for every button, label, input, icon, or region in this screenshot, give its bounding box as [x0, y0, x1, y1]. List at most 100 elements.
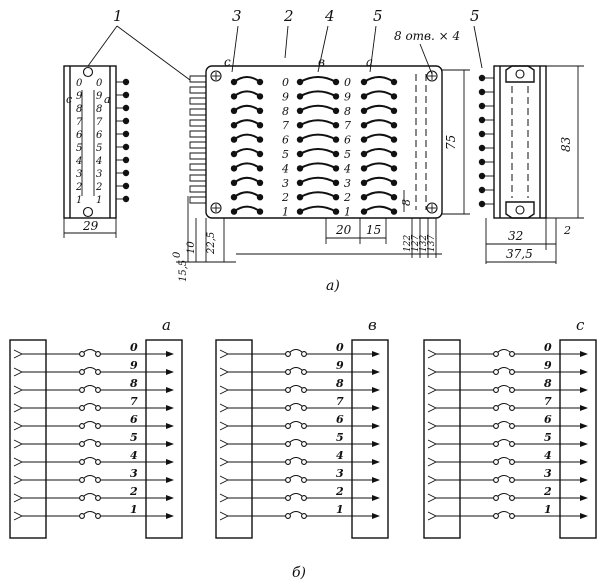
terminal-comb-tooth — [189, 196, 206, 204]
left-view-number-right: 9 — [96, 91, 103, 102]
schematic-arrow — [372, 405, 380, 411]
schematic-arrow — [166, 441, 174, 447]
dim-137: 137 — [427, 235, 437, 252]
front-contact — [230, 179, 238, 186]
right-view-pin — [478, 74, 486, 82]
schematic-line — [436, 385, 580, 391]
schematic-chevron — [219, 385, 230, 395]
schematic-left-block — [215, 339, 253, 539]
schematic-arrow — [372, 495, 380, 501]
right-view-pin — [478, 130, 486, 138]
schematic-line — [436, 511, 580, 517]
schematic-line — [22, 385, 166, 391]
schematic-arrow — [372, 513, 380, 519]
schematic-number: 6 — [544, 413, 552, 426]
left-view-pin — [122, 169, 130, 177]
left-view-number-left: 1 — [76, 195, 82, 206]
schematic-node — [301, 513, 307, 519]
schematic-arrow — [166, 387, 174, 393]
schematic-chevron — [13, 349, 24, 359]
schematic-node — [493, 369, 499, 375]
front-contact — [296, 179, 304, 186]
left-view-side-a: a — [104, 93, 111, 106]
schematic-label: a — [162, 316, 171, 334]
left-view-pin — [122, 182, 130, 190]
schematic-chevron — [13, 493, 24, 503]
front-contact — [390, 150, 398, 158]
schematic-line — [22, 403, 166, 409]
schematic-arrow — [580, 495, 588, 501]
left-view-number-right: 0 — [96, 78, 103, 89]
dim-37-5: 37,5 — [506, 247, 533, 261]
schematic-node — [493, 387, 499, 393]
schematic-number: 0 — [130, 341, 138, 354]
right-view-pin — [478, 172, 486, 180]
callout-2: 2 — [283, 7, 294, 25]
front-contact — [230, 93, 238, 100]
schematic-node — [285, 423, 291, 429]
dim-20: 20 — [335, 223, 352, 237]
schematic-node — [79, 459, 85, 465]
front-contact — [360, 136, 368, 143]
front-jumper — [363, 119, 395, 127]
left-view-number-right: 6 — [96, 130, 103, 141]
schematic-number: 9 — [544, 359, 552, 372]
front-number-right: 7 — [344, 119, 351, 132]
schematic-number: 1 — [130, 503, 138, 516]
schematic-number: 5 — [544, 431, 552, 444]
schematic-node — [509, 513, 515, 519]
front-contact — [256, 150, 264, 158]
schematic-number: 8 — [130, 377, 138, 390]
caption-a: а) — [326, 278, 340, 294]
front-jumper — [363, 205, 395, 213]
schematic-line — [22, 349, 166, 355]
schematic-number: 6 — [336, 413, 344, 426]
schematic-node — [95, 351, 101, 357]
front-contact — [390, 208, 398, 215]
schematic-arrow — [372, 369, 380, 375]
schematic-arrow — [580, 387, 588, 393]
schematic-chevron — [13, 457, 24, 467]
schematic-line — [228, 403, 372, 409]
terminal-comb-tooth — [189, 141, 206, 149]
front-jumper — [299, 205, 337, 213]
left-view-pin — [122, 104, 130, 112]
dim-83: 83 — [559, 136, 573, 152]
schematic-chevron — [13, 475, 24, 485]
schematic-arrow — [166, 351, 174, 357]
front-contact — [256, 78, 264, 86]
right-side-view: 83 32 2 37,5 — [478, 65, 584, 264]
left-view-number-right: 4 — [95, 156, 102, 167]
front-contact — [332, 78, 340, 86]
schematic-node — [509, 423, 515, 429]
dim-132: 132 — [419, 235, 429, 252]
front-contact — [296, 78, 304, 86]
schematic-node — [285, 441, 291, 447]
schematic-line — [22, 421, 166, 427]
front-jumper — [363, 133, 395, 141]
front-col-label-c: c — [224, 55, 231, 69]
front-contact — [332, 194, 340, 201]
front-contact — [360, 208, 368, 215]
front-jumper — [233, 162, 261, 170]
schematic-line — [228, 493, 372, 499]
schematic-chevron — [427, 403, 438, 413]
terminal-comb-tooth — [189, 185, 206, 193]
schematic-number: 8 — [544, 377, 552, 390]
schematic-node — [509, 369, 515, 375]
front-number-mid: 8 — [282, 105, 289, 118]
terminal-comb-tooth — [189, 86, 206, 94]
schematic-node — [493, 441, 499, 447]
schematic-node — [493, 423, 499, 429]
schematic-node — [285, 369, 291, 375]
left-view-number-right: 3 — [96, 169, 102, 180]
front-jumper — [233, 76, 261, 83]
front-jumper — [233, 176, 261, 184]
front-number-mid: 4 — [281, 162, 289, 175]
front-contact — [296, 194, 304, 201]
front-number-right: 6 — [344, 134, 351, 147]
schematic-right-block — [351, 339, 389, 539]
front-contact — [332, 179, 340, 186]
